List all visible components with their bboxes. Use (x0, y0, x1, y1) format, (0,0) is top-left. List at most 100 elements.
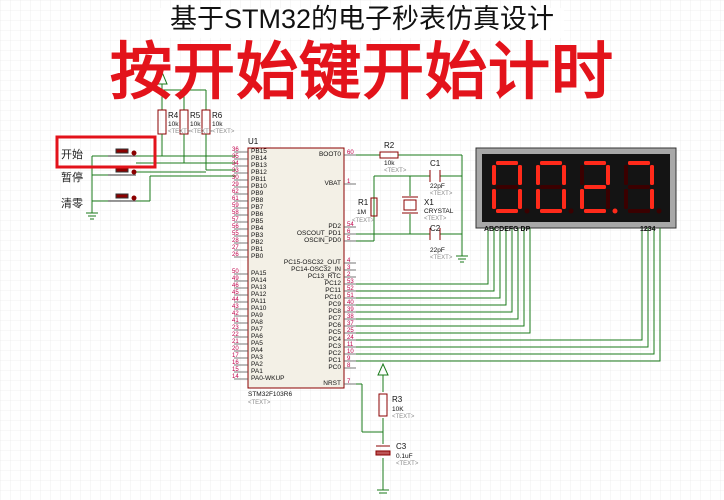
mcu-pin-name: PC7 (328, 315, 341, 322)
mcu-pin-number: 21 (232, 339, 239, 345)
mcu-pin-name: PB15 (251, 148, 267, 155)
mcu-pin-number: 51 (347, 293, 354, 299)
mcu-pin-name: NRST (323, 380, 341, 387)
segment-b (650, 165, 654, 185)
c1-value: 22pF (430, 183, 445, 190)
segment-f (580, 165, 584, 185)
mcu-pin-name: PA7 (251, 326, 263, 333)
mcu-pin-number: 54 (347, 222, 354, 228)
r2-ref: R2 (384, 141, 395, 150)
r5-value: 10k (190, 121, 201, 128)
segment-b (518, 165, 522, 185)
display-common-label: 1234 (640, 226, 656, 233)
mcu-pin-name: PA1 (251, 368, 263, 375)
mcu-pin-name: PC9 (328, 301, 341, 308)
r5-ref: R5 (190, 111, 201, 120)
mcu-pin-name: PB6 (251, 211, 264, 218)
mcu-pin-number: 40 (347, 300, 354, 306)
c3-ref: C3 (396, 442, 407, 451)
mcu-pin-number: 10 (347, 349, 354, 355)
button-wires (86, 134, 236, 220)
c1-ref: C1 (430, 159, 441, 168)
display-segment-label: ABCDEFG DP (484, 226, 531, 233)
c2-value: 22pF (430, 247, 445, 254)
mcu-pin-number: 58 (232, 210, 239, 216)
mcu-pin-number: 23 (232, 325, 239, 331)
pause-button-label[interactable]: 暂停 (61, 172, 83, 184)
segment-g (496, 185, 518, 189)
mcu-pin-number: 49 (232, 276, 239, 282)
mcu-pin-name: PA15 (251, 270, 267, 277)
mcu-text: <TEXT> (248, 400, 271, 406)
r5-text: <TEXT> (190, 129, 213, 135)
mcu-pin-name: PB8 (251, 197, 264, 204)
segment-a (584, 161, 606, 165)
mcu-pin-name: PA0-WKUP (251, 375, 285, 382)
mcu-pin-name: PC13_RTC (307, 273, 341, 280)
mcu-pin-number: 45 (232, 290, 239, 296)
segment-a (628, 161, 650, 165)
segment-g (584, 185, 606, 189)
mcu-pin-name: PB3 (251, 232, 264, 239)
mcu-pin-number: 62 (232, 189, 239, 195)
mcu-pin-number: 24 (347, 335, 354, 341)
mcu-pin-number: 3 (347, 265, 351, 271)
mcu-pin-name: PB1 (251, 246, 264, 253)
r1-text: <TEXT> (352, 218, 375, 224)
r3-value: 10K (392, 406, 404, 413)
mcu-pin-number: 60 (347, 150, 354, 156)
segment-c (518, 189, 522, 209)
mcu-pin-name: PB4 (251, 225, 264, 232)
mcu-pin-name: PB10 (251, 183, 267, 190)
title-backdrop (160, 8, 564, 38)
mcu-pin-number: 30 (232, 175, 239, 181)
mcu-pin-number: 7 (347, 379, 351, 385)
c2-ref: C2 (430, 224, 441, 233)
mcu-pin-number: 61 (232, 196, 239, 202)
start-button-label[interactable]: 开始 (61, 149, 83, 161)
r6-value: 10k (212, 121, 223, 128)
segment-e (580, 189, 584, 209)
segment-f (492, 165, 496, 185)
c1-text: <TEXT> (430, 191, 453, 197)
mcu-pin-name: PC11 (325, 287, 341, 294)
mcu-pin-number: 35 (232, 154, 239, 160)
decimal-point (656, 208, 662, 214)
r3-body (378, 393, 388, 417)
r1-value: 1M (357, 209, 367, 216)
mcu-pin-name: PC2 (328, 350, 341, 357)
oscillator-parts (370, 151, 441, 240)
mcu-pin-number: 11 (347, 342, 354, 348)
mcu-pin-number: 27 (232, 245, 239, 251)
mcu-pin-name: PC15-OSC32_OUT (283, 259, 341, 266)
mcu-pin-name: PA13 (251, 284, 267, 291)
mcu-pin-number: 57 (232, 217, 239, 223)
display-bus-wires (356, 228, 661, 362)
pullup-resistors (157, 89, 211, 135)
mcu-pin-number: 50 (232, 269, 239, 275)
mcu-pin-number: 5 (347, 236, 351, 242)
clear-button-label[interactable]: 清零 (61, 198, 83, 210)
mcu-pin-name: PC5 (328, 329, 341, 336)
mcu-pin-number: 28 (232, 238, 239, 244)
start-button-highlight (55, 135, 157, 169)
r3-ref: R3 (392, 395, 403, 404)
mcu-pin-number: 56 (232, 224, 239, 230)
mcu-pin-name: PA11 (251, 298, 266, 305)
mcu-pin-number: 55 (232, 231, 239, 237)
c3-value: 0.1uF (396, 453, 413, 460)
c2-text: <TEXT> (430, 255, 453, 261)
segment-d (496, 209, 518, 213)
mcu-pin-number: 16 (232, 360, 239, 366)
mcu-pin-number: 6 (347, 229, 351, 235)
mcu-pin-number: 17 (232, 353, 239, 359)
mcu-pin-name: PA6 (251, 333, 263, 340)
r6-text: <TEXT> (212, 129, 235, 135)
mcu-pin-name: PC10 (324, 294, 341, 301)
r2-body (379, 151, 399, 159)
mcu-ref: U1 (248, 137, 259, 146)
r4-ref: R4 (168, 111, 179, 120)
segment-a (496, 161, 518, 165)
segment-b (606, 165, 610, 185)
r6-ref: R6 (212, 111, 223, 120)
